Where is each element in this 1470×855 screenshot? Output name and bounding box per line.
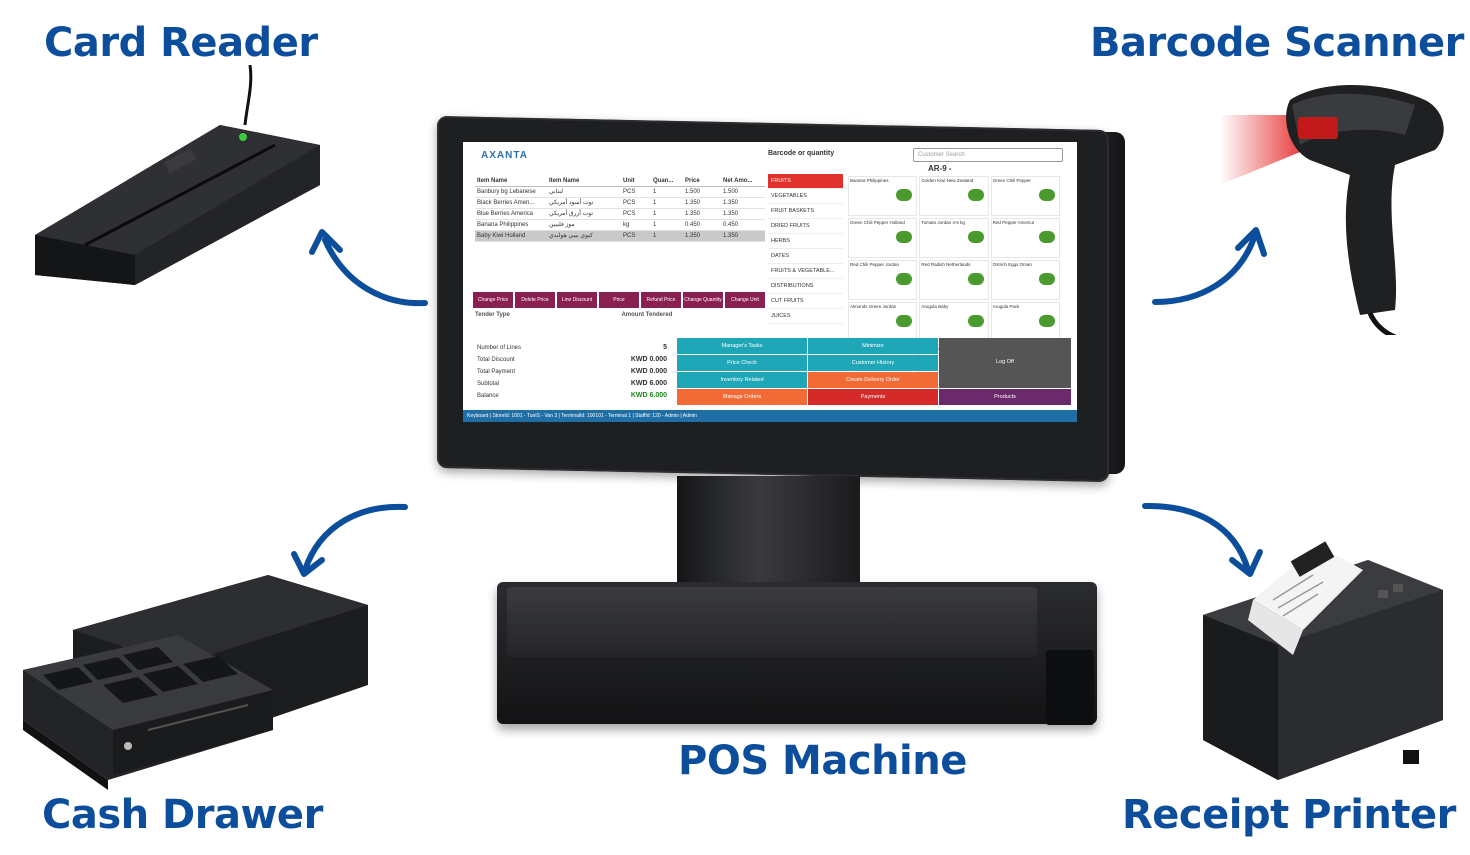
- product-tile[interactable]: Tomato Jordan 4-6 kg: [919, 218, 989, 258]
- product-tile[interactable]: Red Radish Netherlands: [919, 260, 989, 300]
- product-tile[interactable]: Almonds Green Jordan: [848, 302, 918, 342]
- category-list: FRUITS VEGETABLES FRUIT BASKETS DRIED FR…: [768, 174, 843, 324]
- payments-button[interactable]: Payments: [808, 389, 938, 405]
- customer-history-button[interactable]: Customer History: [808, 355, 938, 371]
- action-button[interactable]: Line Discount: [557, 292, 597, 308]
- create-delivery-order-button[interactable]: Create Delivery Order: [808, 372, 938, 388]
- product-tile[interactable]: Golden Kiwi New Zealand: [919, 176, 989, 216]
- inventory-related-button[interactable]: Inventory Related: [677, 372, 807, 388]
- price-check-button[interactable]: Price Check: [677, 355, 807, 371]
- products-button[interactable]: Products: [939, 389, 1071, 405]
- category-item[interactable]: FRUITS: [768, 174, 843, 189]
- arrow-cash-drawer-path: [302, 503, 408, 573]
- line-action-bar: Change Price Delete Price Line Discount …: [473, 292, 765, 308]
- items-table: Item Name Item Name Unit Quan... Price N…: [475, 176, 765, 242]
- customer-search-input[interactable]: Customer Search: [913, 148, 1063, 162]
- managers-tasks-button[interactable]: Manager's Tasks: [677, 338, 807, 354]
- product-tile[interactable]: Arugula Pack: [990, 302, 1060, 342]
- log-off-button[interactable]: Log Off: [939, 338, 1071, 388]
- table-row[interactable]: Blue Berries America توت أزرق أمريكي PCS…: [475, 209, 765, 220]
- minimize-button[interactable]: Minimize: [808, 338, 938, 354]
- category-item[interactable]: FRUITS & VEGETABLE...: [768, 264, 843, 279]
- card-reader-icon: [35, 65, 320, 285]
- table-header: Item Name Item Name Unit Quan... Price N…: [475, 176, 765, 187]
- totals-panel: Number of Lines 5 Total Discount KWD 0.0…: [477, 342, 667, 402]
- action-button[interactable]: Delete Price: [515, 292, 555, 308]
- product-tile[interactable]: Arugula Baby: [919, 302, 989, 342]
- table-row[interactable]: Banbury bg Lebanese لبناني PCS 1 1.500 1…: [475, 187, 765, 198]
- total-row: Total Payment KWD 0.000: [477, 368, 667, 375]
- table-row[interactable]: Black Berries Amen... توت أسود أمريكي PC…: [475, 198, 765, 209]
- barcode-scanner-icon: [1220, 85, 1444, 335]
- category-item[interactable]: DISTRIBUTIONS: [768, 279, 843, 294]
- ar-label: AR-9 -: [928, 164, 952, 173]
- product-tile[interactable]: Banana Philippines: [848, 176, 918, 216]
- product-tile[interactable]: Red Pepper America: [990, 218, 1060, 258]
- barcode-label: Barcode or quantity: [768, 150, 835, 157]
- receipt-printer-icon: [1203, 541, 1443, 780]
- action-button[interactable]: Price: [599, 292, 639, 308]
- cash-drawer-label: Cash Drawer: [42, 792, 323, 838]
- pos-screen: AXANTA Item Name Item Name Unit Quan... …: [463, 142, 1077, 422]
- category-item[interactable]: DATES: [768, 249, 843, 264]
- category-item[interactable]: DRIED FRUITS: [768, 219, 843, 234]
- pos-machine-label: POS Machine: [678, 738, 967, 784]
- table-row[interactable]: Banana Philippines موز فليبين kg 1 0.450…: [475, 220, 765, 231]
- product-tile[interactable]: Green Chili Pepper: [990, 176, 1060, 216]
- category-item[interactable]: CUT FRUITS: [768, 294, 843, 309]
- total-row: Subtotal KWD 6.000: [477, 380, 667, 387]
- screen-logo: AXANTA: [481, 150, 528, 161]
- function-buttons: Manager's Tasks Minimize Log Off Price C…: [677, 338, 1073, 405]
- product-grid: Banana Philippines Golden Kiwi New Zeala…: [848, 176, 1060, 384]
- total-row: Total Discount KWD 0.000: [477, 356, 667, 363]
- product-tile[interactable]: Green Chili Pepper Holland: [848, 218, 918, 258]
- table-row-selected[interactable]: Baby Kiwi Holland كيوي بيبي هولندي PCS 1…: [475, 231, 765, 242]
- amount-tendered-label: Amount Tendered: [621, 312, 673, 318]
- arrow-card-reader-path: [322, 237, 428, 307]
- receipt-printer-label: Receipt Printer: [1122, 792, 1456, 838]
- product-tile[interactable]: Red Chili Pepper Jordan: [848, 260, 918, 300]
- pos-base-top: [507, 587, 1037, 657]
- barcode-scanner-label: Barcode Scanner: [1090, 20, 1464, 66]
- tender-type-label: Tender Type: [475, 312, 510, 318]
- category-item[interactable]: JUICES: [768, 309, 843, 324]
- pos-port: [1046, 650, 1094, 725]
- card-reader-label: Card Reader: [44, 20, 318, 66]
- action-button[interactable]: Change Price: [473, 292, 513, 308]
- tender-header: Tender Type Amount Tendered: [475, 312, 765, 318]
- total-row: Balance KWD 6.000: [477, 392, 667, 399]
- action-button[interactable]: Refund Price: [641, 292, 681, 308]
- category-item[interactable]: VEGETABLES: [768, 189, 843, 204]
- manage-orders-button[interactable]: Manage Orders: [677, 389, 807, 405]
- total-row: Number of Lines 5: [477, 344, 667, 351]
- action-button[interactable]: Change Quantity: [683, 292, 723, 308]
- status-bar: Keyboard | StoreId: 1001 - TunIS - Van 3…: [463, 410, 1077, 422]
- category-item[interactable]: HERBS: [768, 234, 843, 249]
- cash-drawer-icon: [23, 575, 368, 790]
- action-button[interactable]: Change Unit: [725, 292, 765, 308]
- product-tile[interactable]: Ostrich Eggs Oman: [990, 260, 1060, 300]
- category-item[interactable]: FRUIT BASKETS: [768, 204, 843, 219]
